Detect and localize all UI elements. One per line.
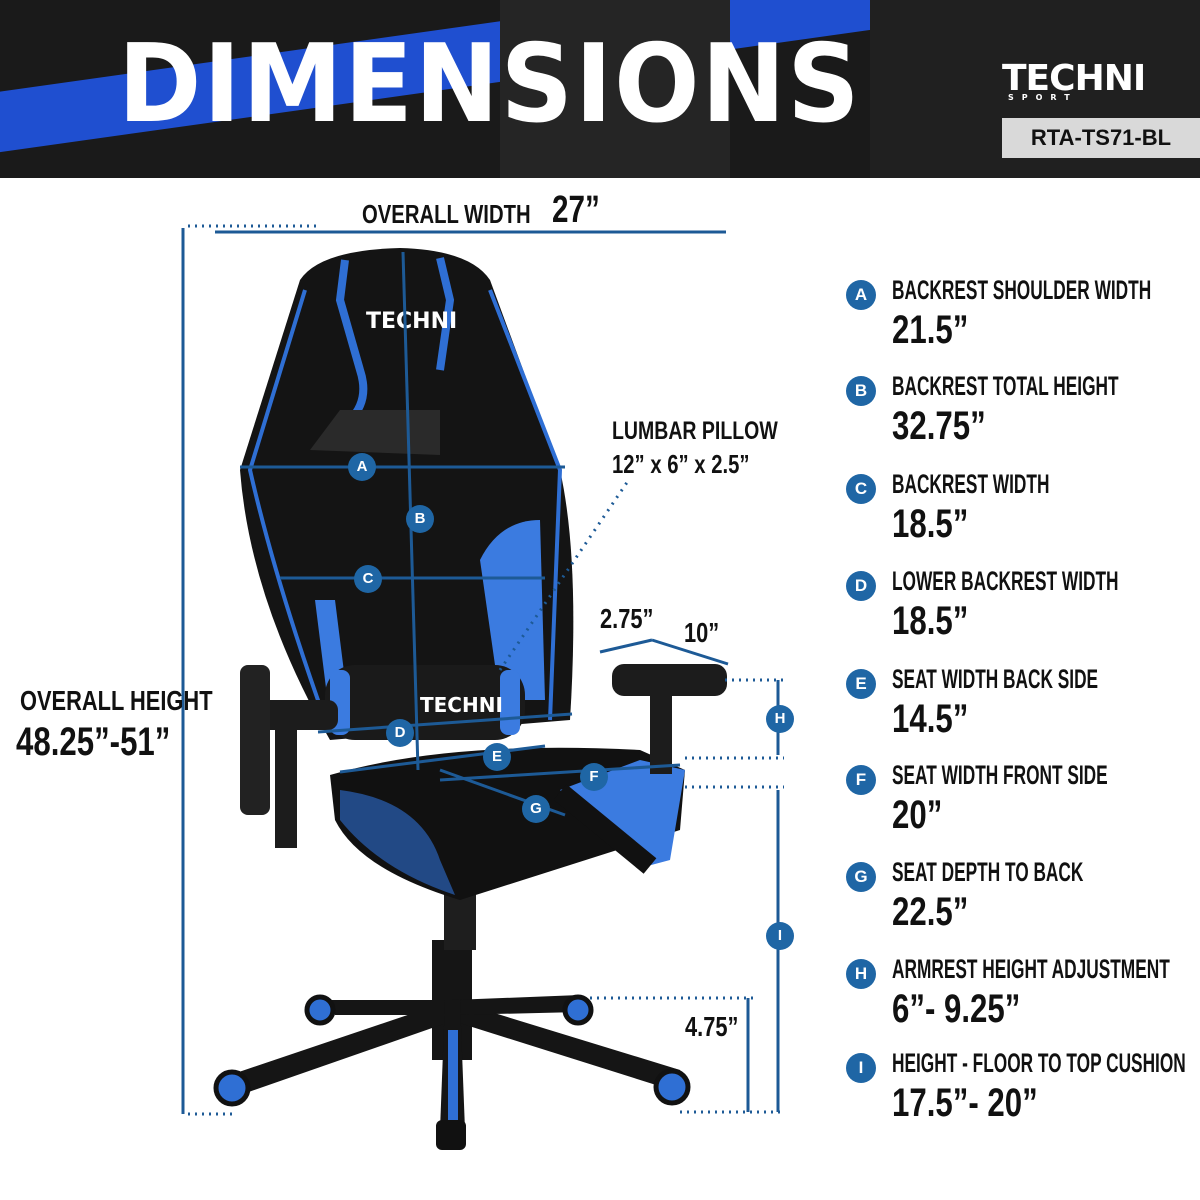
overall-width-label: OVERALL WIDTH [362, 199, 531, 229]
legend-value: 21.5” [892, 308, 969, 352]
legend-value: 18.5” [892, 599, 969, 643]
legend-value: 18.5” [892, 502, 969, 546]
legend-label: LOWER BACKREST WIDTH [892, 566, 1119, 596]
overall-height-label: OVERALL HEIGHT [20, 685, 213, 716]
lumbar-value: 12” x 6” x 2.5” [612, 449, 750, 479]
overall-height-value: 48.25”-51” [16, 720, 171, 764]
legend-badge: D [846, 571, 876, 601]
legend-badge: G [846, 862, 876, 892]
legend-label: BACKREST WIDTH [892, 469, 1050, 499]
legend-label: SEAT WIDTH BACK SIDE [892, 664, 1099, 694]
marker-f: F [580, 763, 608, 791]
armrest-length: 10” [684, 617, 720, 648]
legend-value: 22.5” [892, 890, 969, 934]
legend-badge: F [846, 765, 876, 795]
brand-name: TECHNI [1002, 58, 1146, 99]
legend-label: SEAT WIDTH FRONT SIDE [892, 760, 1108, 790]
legend-label: BACKREST SHOULDER WIDTH [892, 275, 1152, 305]
marker-a: A [348, 453, 376, 481]
chair-seat [330, 747, 685, 900]
overall-width-value: 27” [552, 189, 600, 231]
legend-badge: H [846, 959, 876, 989]
legend-label: ARMREST HEIGHT ADJUSTMENT [892, 954, 1170, 984]
legend-badge: A [846, 280, 876, 310]
legend-badge: C [846, 474, 876, 504]
legend-value: 14.5” [892, 697, 969, 741]
chair-backrest [240, 248, 574, 740]
legend-badge: I [846, 1053, 876, 1083]
brand-sub: SPORT [1008, 93, 1078, 102]
marker-e: E [483, 743, 511, 771]
legend-label: HEIGHT - FLOOR TO TOP CUSHION [892, 1048, 1186, 1078]
model-number: RTA-TS71-BL [1002, 118, 1200, 158]
chair-logo-pillow: TECHNI [420, 693, 503, 717]
legend-badge: B [846, 376, 876, 406]
lumbar-label: LUMBAR PILLOW [612, 417, 778, 445]
legend-label: SEAT DEPTH TO BACK [892, 857, 1084, 887]
chair-base [213, 890, 691, 1150]
marker-h: H [766, 705, 794, 733]
legend-value: 32.75” [892, 404, 986, 448]
caster-height: 4.75” [685, 1011, 739, 1042]
header-shade [500, 0, 730, 178]
marker-c: C [354, 565, 382, 593]
legend-value: 6”- 9.25” [892, 987, 1021, 1031]
legend-badge: E [846, 669, 876, 699]
armrests [240, 664, 727, 848]
measure-lines [181, 224, 784, 1116]
legend-value: 20” [892, 793, 943, 837]
armrest-offset: 2.75” [600, 603, 654, 634]
page-title: DIMENSIONS [118, 22, 862, 147]
chair-logo-top: TECHNI [366, 309, 457, 334]
marker-i: I [766, 922, 794, 950]
marker-b: B [406, 505, 434, 533]
marker-d: D [386, 719, 414, 747]
legend-value: 17.5”- 20” [892, 1081, 1038, 1125]
legend-label: BACKREST TOTAL HEIGHT [892, 371, 1119, 401]
marker-g: G [522, 795, 550, 823]
